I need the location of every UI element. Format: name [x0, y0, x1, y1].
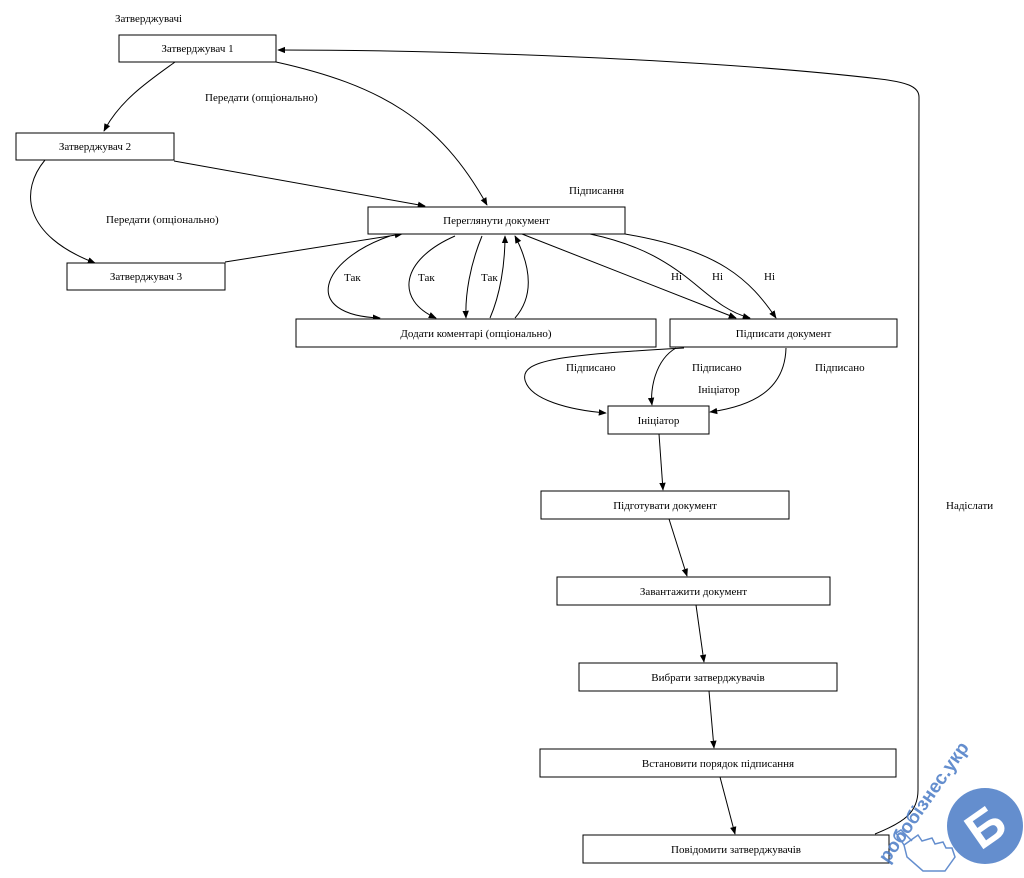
edge-approver2-approver3: [30, 159, 96, 264]
edge-sign-initiator-signed1: [524, 347, 685, 416]
node-add-comments: Додати коментарі (опціонально): [295, 318, 657, 348]
node-upload: Завантажити документ: [556, 576, 831, 606]
hand-cursor-icon: [894, 829, 956, 872]
node-sign: Підписати документ: [669, 318, 898, 348]
node-notify-label: Повідомити затверджувачів: [671, 844, 801, 856]
edge-approver1-approver2: [103, 61, 176, 132]
node-approver1-label: Затверджувач 1: [161, 43, 233, 55]
edge-labels: Передати (опціонально) Передати (опціона…: [106, 92, 993, 512]
edge-sign-initiator-signed2: [647, 347, 677, 406]
edge-comments-review-2: [514, 235, 529, 319]
node-approver2-label: Затверджувач 2: [59, 141, 131, 153]
node-add-comments-label: Додати коментарі (опціонально): [400, 328, 552, 340]
node-prepare-label: Підготувати документ: [613, 500, 717, 512]
edge-approver3-review: [224, 231, 403, 263]
edge-upload-choose: [695, 604, 707, 663]
edge-label-signed2: Підписано: [692, 362, 742, 374]
edge-order-notify: [719, 776, 737, 835]
edge-label-forward1: Передати (опціонально): [205, 92, 318, 104]
edge-notify-approver1-send: [277, 46, 920, 835]
edge-prepare-upload: [668, 518, 688, 577]
edge-review-comments-yes2: [408, 235, 456, 319]
node-order-label: Встановити порядок підписання: [642, 758, 794, 770]
group-label: Затверджувачі: [115, 13, 182, 25]
edge-comments-review-1: [489, 235, 509, 319]
node-initiator-label: Ініціатор: [638, 415, 680, 427]
node-review: Переглянути документ: [367, 206, 626, 235]
edge-initiator-prepare: [658, 433, 666, 491]
edge-label-signing: Підписання: [569, 185, 624, 197]
edge-review-comments-yes3: [462, 235, 483, 319]
edge-choose-order: [708, 690, 717, 749]
edge-approver2-review: [173, 160, 426, 208]
edges: [30, 46, 920, 835]
edge-sign-initiator-signed3: [709, 347, 787, 415]
node-order: Встановити порядок підписання: [539, 748, 897, 778]
edge-label-forward2: Передати (опціонально): [106, 214, 219, 226]
edge-label-yes3: Так: [481, 272, 498, 284]
edge-label-initiator: Ініціатор: [698, 384, 740, 396]
edge-label-signed1: Підписано: [566, 362, 616, 374]
edge-label-signed3: Підписано: [815, 362, 865, 374]
node-sign-label: Підписати документ: [736, 328, 832, 340]
edge-review-sign-no3: [624, 233, 777, 319]
node-initiator: Ініціатор: [607, 405, 710, 435]
edge-label-yes2: Так: [418, 272, 435, 284]
watermark-logo: Б робобізнес.укр: [875, 738, 1023, 872]
node-choose: Вибрати затверджувачів: [578, 662, 838, 692]
node-notify: Повідомити затверджувачів: [582, 834, 890, 864]
edge-label-no2: Ні: [712, 271, 723, 283]
edge-review-sign-no1: [521, 233, 737, 319]
edge-approver1-review: [275, 61, 488, 206]
edge-label-yes1: Так: [344, 272, 361, 284]
node-prepare: Підготувати документ: [540, 490, 790, 520]
node-upload-label: Завантажити документ: [640, 586, 747, 598]
node-choose-label: Вибрати затверджувачів: [651, 672, 764, 684]
edge-label-no1: Ні: [671, 271, 682, 283]
watermark-circle: [947, 788, 1023, 864]
edge-review-comments-yes1: [327, 235, 391, 321]
edge-label-send: Надіслати: [946, 500, 993, 512]
edge-review-sign-no2: [589, 233, 751, 320]
edge-label-no3: Ні: [764, 271, 775, 283]
node-approver2: Затверджувач 2: [15, 132, 175, 161]
node-review-label: Переглянути документ: [443, 215, 550, 227]
node-approver1: Затверджувач 1: [118, 34, 277, 63]
node-approver3-label: Затверджувач 3: [110, 271, 183, 283]
node-approver3: Затверджувач 3: [66, 262, 226, 291]
